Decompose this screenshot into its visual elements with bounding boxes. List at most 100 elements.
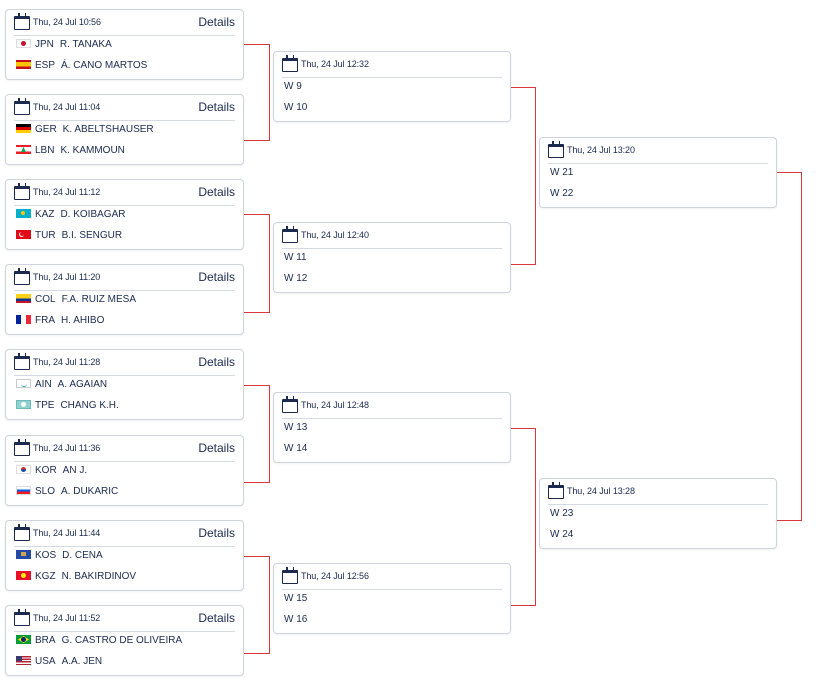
bracket-connector — [269, 44, 270, 141]
competitor-name: G. CASTRO DE OLIVEIRA — [61, 635, 183, 646]
bracket-connector — [244, 385, 270, 386]
competitor-name: Á. CANO MARTOS — [61, 60, 148, 71]
competitor-name: A. AGAIAN — [57, 379, 108, 390]
winner-slot: W 21 — [550, 167, 574, 178]
match-header: Thu, 24 Jul 13:20 — [548, 141, 768, 162]
match-datetime: Thu, 24 Jul 12:48 — [301, 400, 369, 410]
divider — [14, 461, 235, 462]
flag-esp-icon — [16, 60, 31, 69]
competitor-name: D. CENA — [62, 550, 103, 561]
winner-slot: W 14 — [284, 443, 308, 454]
details-link[interactable]: Details — [198, 441, 235, 455]
flag-kgz-icon — [16, 571, 31, 580]
competitor-name: AN J. — [62, 465, 88, 476]
match-datetime: Thu, 24 Jul 11:20 — [33, 272, 101, 282]
divider — [14, 375, 235, 376]
bracket-connector — [244, 44, 270, 45]
winner-slot: W 13 — [284, 422, 308, 433]
match-datetime: Thu, 24 Jul 11:04 — [33, 102, 101, 112]
match-header: Thu, 24 Jul 11:20 Details — [14, 268, 235, 289]
match-card: Thu, 24 Jul 13:20 W 21 W 22 — [539, 137, 777, 208]
details-link[interactable]: Details — [198, 611, 235, 625]
bracket-connector — [511, 428, 536, 429]
details-link[interactable]: Details — [198, 15, 235, 29]
bracket-connector — [535, 428, 536, 606]
divider — [282, 248, 502, 249]
flag-kaz-icon — [16, 209, 31, 218]
competitor-row[interactable]: SLO A. DUKARIC — [16, 485, 118, 499]
flag-ger-icon — [16, 124, 31, 133]
divider — [14, 546, 235, 547]
competitor-name: K. ABELTSHAUSER — [62, 124, 154, 135]
competitor-name: F.A. RUIZ MESA — [61, 294, 137, 305]
details-link[interactable]: Details — [198, 185, 235, 199]
match-card: Thu, 24 Jul 12:56 W 15 W 16 — [273, 563, 511, 634]
match-datetime: Thu, 24 Jul 12:40 — [301, 230, 369, 240]
country-code: SLO — [35, 486, 56, 497]
match-header: Thu, 24 Jul 11:52 Details — [14, 609, 235, 630]
details-link[interactable]: Details — [198, 270, 235, 284]
calendar-icon — [14, 268, 30, 285]
divider — [282, 418, 502, 419]
bracket-connector — [269, 556, 270, 654]
competitor-name: H. AHIBO — [61, 315, 105, 326]
bracket-connector — [244, 482, 270, 483]
flag-ain-icon — [16, 379, 31, 388]
competitor-name: CHANG K.H. — [60, 400, 119, 411]
country-code: KOR — [35, 465, 57, 476]
calendar-icon — [14, 439, 30, 456]
competitor-name: A.A. JEN — [61, 656, 103, 667]
details-link[interactable]: Details — [198, 526, 235, 540]
divider — [14, 120, 235, 121]
match-header: Thu, 24 Jul 11:28 Details — [14, 353, 235, 374]
match-card: Thu, 24 Jul 13:28 W 23 W 24 — [539, 478, 777, 549]
calendar-icon — [548, 482, 564, 499]
competitor-row[interactable]: KOR AN J. — [16, 464, 87, 478]
calendar-icon — [282, 396, 298, 413]
calendar-icon — [548, 141, 564, 158]
match-header: Thu, 24 Jul 12:32 — [282, 55, 502, 76]
divider — [14, 35, 235, 36]
match-datetime: Thu, 24 Jul 13:20 — [567, 145, 635, 155]
calendar-icon — [282, 55, 298, 72]
match-header: Thu, 24 Jul 12:56 — [282, 567, 502, 588]
bracket-connector — [777, 520, 802, 521]
bracket-connector — [777, 172, 802, 173]
winner-slot: W 24 — [550, 529, 574, 540]
competitor-name: A. DUKARIC — [61, 486, 119, 497]
winner-slot: W 16 — [284, 614, 308, 625]
match-datetime: Thu, 24 Jul 11:52 — [33, 613, 101, 623]
match-header: Thu, 24 Jul 12:40 — [282, 226, 502, 247]
bracket-connector — [244, 214, 270, 215]
competitor-name: D. KOIBAGAR — [60, 209, 126, 220]
flag-jpn-icon — [16, 39, 31, 48]
match-datetime: Thu, 24 Jul 11:28 — [33, 357, 101, 367]
divider — [14, 205, 235, 206]
flag-bra-icon — [16, 635, 31, 644]
divider — [14, 631, 235, 632]
match-header: Thu, 24 Jul 12:48 — [282, 396, 502, 417]
details-link[interactable]: Details — [198, 100, 235, 114]
flag-kor-icon — [16, 465, 31, 474]
details-link[interactable]: Details — [198, 355, 235, 369]
